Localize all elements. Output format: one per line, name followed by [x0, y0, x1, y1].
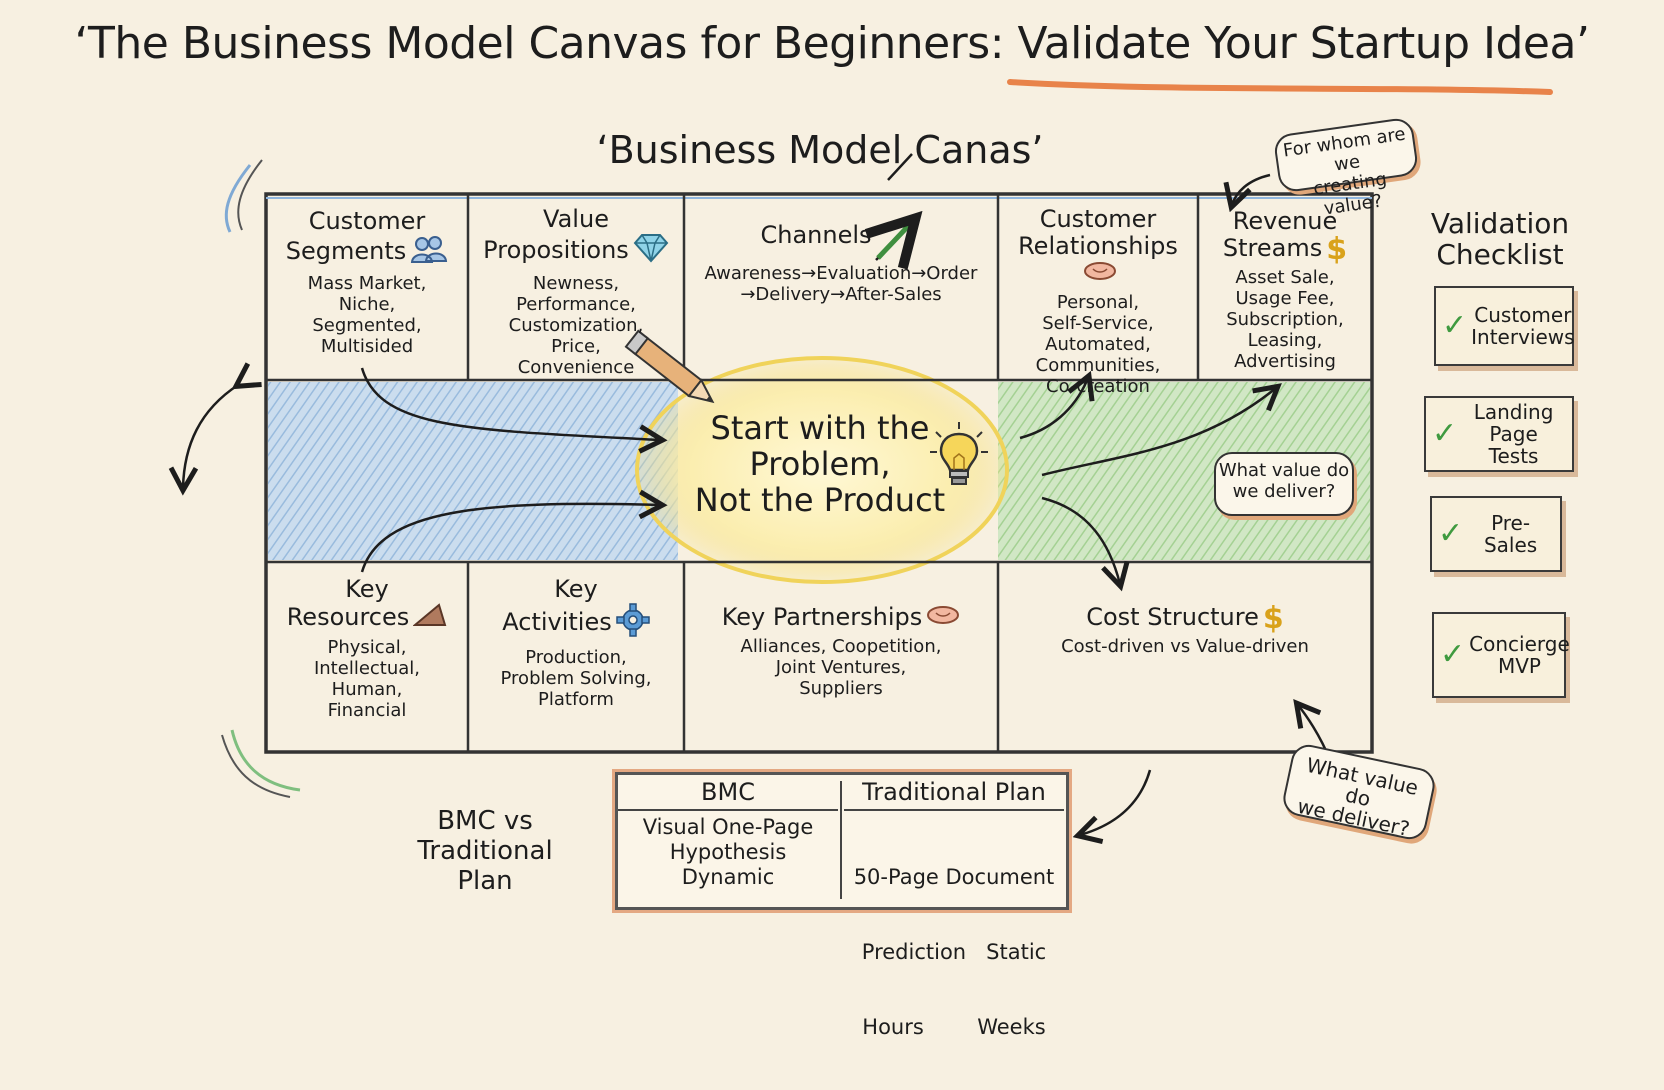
lightbulb-icon	[928, 420, 990, 494]
gear-icon	[616, 603, 650, 643]
cell-channels: Channels Awareness→Evaluation→Order →Del…	[686, 221, 996, 306]
cell-revenue-streams: Revenue Streams$ Asset Sale, Usage Fee, …	[1200, 208, 1370, 372]
check-icon: ✓	[1438, 516, 1464, 551]
diamond-icon	[633, 233, 669, 269]
check-icon: ✓	[1442, 308, 1468, 343]
cell-key-partnerships: Key Partnerships Alliances, Coopetition,…	[686, 604, 996, 699]
comparison-table: BMC Visual One-Page Hypothesis Dynamic T…	[615, 772, 1069, 1039]
cell-cost-structure: Cost Structure$ Cost-driven vs Value-dri…	[1000, 600, 1370, 657]
customer-relationships-title: Customer Relationships	[1000, 206, 1196, 288]
canvas-title: ‘Business Model Canas’	[596, 128, 1044, 172]
canvas-drawing	[0, 79, 1553, 928]
bubble-what-value-middle: What value do we deliver?	[1214, 452, 1354, 516]
page-title: ‘The Business Model Canvas for Beginners…	[74, 18, 1590, 69]
people-icon	[410, 235, 448, 269]
key-activities-title: Key Activities	[470, 576, 682, 643]
center-glow	[635, 356, 1009, 584]
check-icon: ✓	[1432, 416, 1458, 451]
checklist-title: Validation Checklist	[1430, 207, 1570, 271]
dollar-icon: $	[1326, 231, 1348, 267]
check-icon: ✓	[1440, 637, 1466, 672]
cell-key-activities: Key Activities Production, Problem Solvi…	[470, 576, 682, 711]
key-resources-title: Key Resources	[268, 576, 466, 633]
dollar-icon: $	[1262, 600, 1284, 636]
cell-key-resources: Key Resources Physical, Intellectual, Hu…	[268, 576, 466, 721]
handshake-icon	[1083, 260, 1117, 288]
channels-title: Channels	[760, 221, 872, 249]
comparison-label: BMC vs Traditional Plan	[417, 806, 553, 896]
customer-segments-title: Customer Segments	[268, 208, 466, 269]
value-propositions-title: Value Propositions	[470, 206, 682, 269]
comparison-bmc-column: BMC Visual One-Page Hypothesis Dynamic	[618, 775, 838, 890]
handshake-icon	[926, 604, 960, 632]
cell-value-propositions: Value Propositions Newness, Performance,…	[470, 206, 682, 378]
key-partnerships-title: Key Partnerships	[686, 604, 996, 632]
center-message: Start with the Problem, Not the Product	[694, 409, 946, 519]
channels-arrow	[878, 222, 912, 258]
ramp-icon	[412, 603, 447, 633]
revenue-streams-title: Revenue Streams$	[1222, 207, 1348, 267]
canvas-frame	[264, 192, 1374, 754]
cost-structure-title: Cost Structure$	[1086, 600, 1284, 636]
blue-band	[268, 382, 678, 560]
comparison-traditional-column: Traditional Plan 50-Page Document Predic…	[844, 775, 1064, 1090]
cell-customer-segments: Customer Segments Mass Market, Niche, Se…	[268, 208, 466, 357]
title-underline	[1007, 79, 1553, 95]
checklist-item-pre-sales: ✓ Pre-Sales	[1430, 496, 1562, 572]
pencil-drawing	[624, 329, 715, 404]
cell-customer-relationships: Customer Relationships Personal, Self-Se…	[1000, 206, 1196, 398]
